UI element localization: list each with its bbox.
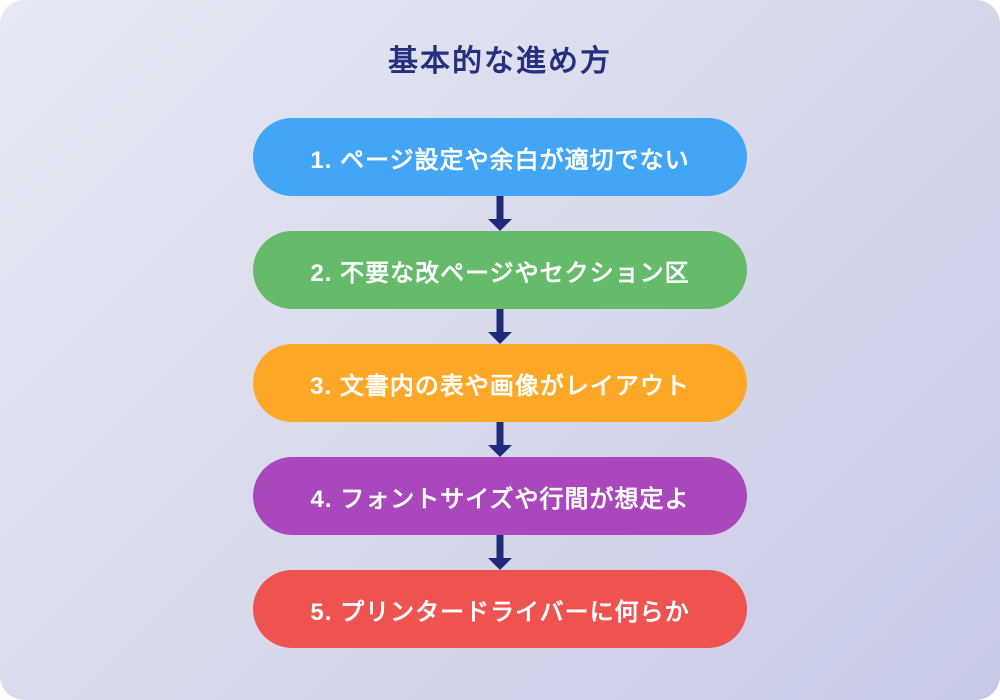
flow-step-1: 1. ページ設定や余白が適切でない bbox=[253, 118, 747, 196]
down-arrow-icon bbox=[485, 422, 515, 457]
flow-step-4: 4. フォントサイズや行間が想定よ bbox=[253, 457, 747, 535]
flow-step-2: 2. 不要な改ページやセクション区 bbox=[253, 231, 747, 309]
down-arrow-icon bbox=[485, 309, 515, 344]
flow-step-5: 5. プリンタードライバーに何らか bbox=[253, 570, 747, 648]
flow-step-3-label: 3. 文書内の表や画像がレイアウト bbox=[310, 372, 690, 400]
flow-step-5-label: 5. プリンタードライバーに何らか bbox=[310, 598, 690, 626]
page-title: 基本的な進め方 bbox=[388, 45, 612, 78]
down-arrow-icon bbox=[485, 535, 515, 570]
flow-step-3: 3. 文書内の表や画像がレイアウト bbox=[253, 344, 747, 422]
flow-step-4-label: 4. フォントサイズや行間が想定よ bbox=[310, 485, 690, 513]
down-arrow-icon bbox=[485, 196, 515, 231]
flow-step-2-label: 2. 不要な改ページやセクション区 bbox=[310, 259, 690, 287]
flow-step-1-label: 1. ページ設定や余白が適切でない bbox=[310, 146, 690, 174]
flowchart: 1. ページ設定や余白が適切でない 2. 不要な改ページやセクション区 bbox=[253, 118, 747, 648]
